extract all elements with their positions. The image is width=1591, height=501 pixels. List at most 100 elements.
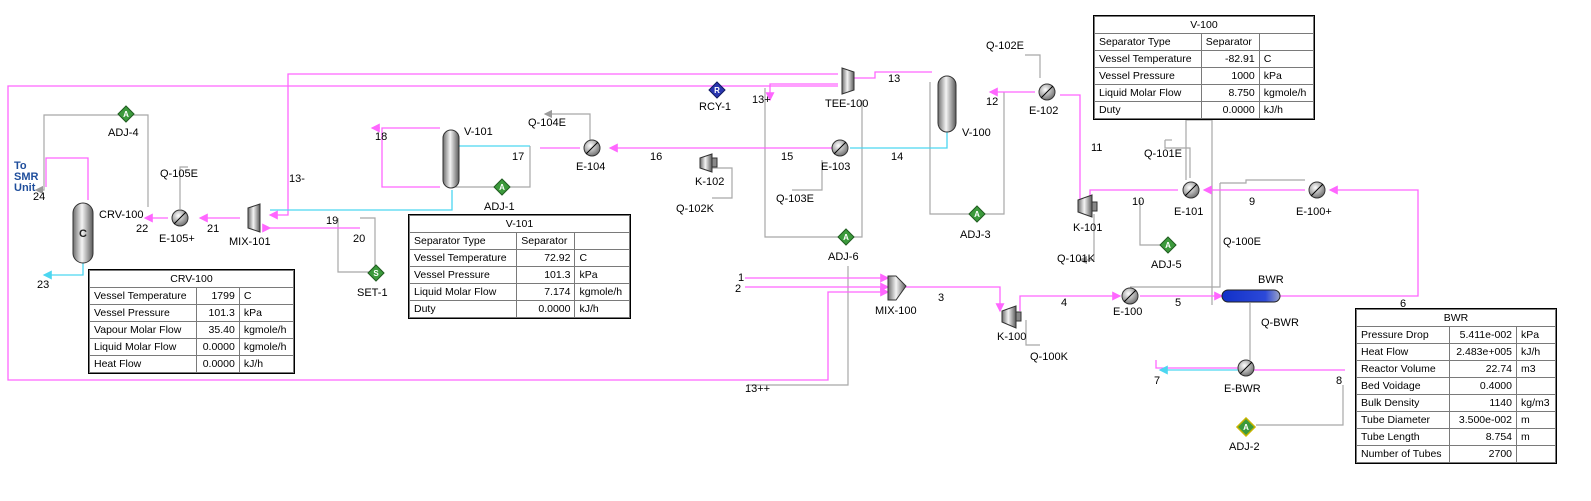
- stream-label-24[interactable]: 24: [33, 191, 46, 203]
- stream-label-20[interactable]: 20: [353, 233, 366, 245]
- q104e-stream[interactable]: [543, 109, 591, 140]
- unit-label-bwr[interactable]: BWR: [1258, 274, 1284, 286]
- rcy1-icon[interactable]: [708, 81, 726, 99]
- energy-label-q102e[interactable]: Q-102E: [986, 40, 1024, 52]
- v101-vessel[interactable]: [442, 129, 460, 189]
- adj6-link[interactable]: [764, 88, 840, 238]
- unit-label-v101[interactable]: V-101: [464, 126, 493, 138]
- v100-vessel[interactable]: [937, 75, 957, 133]
- q102e-stream[interactable]: [1025, 54, 1041, 78]
- e101-icon[interactable]: [1182, 181, 1200, 199]
- unit-label-crv100[interactable]: CRV-100: [99, 209, 144, 221]
- stream-label-11[interactable]: 11: [1091, 142, 1103, 154]
- unit-label-adj1[interactable]: ADJ-1: [484, 201, 515, 213]
- unit-label-k100[interactable]: K-100: [997, 331, 1027, 343]
- stream-label-13pp[interactable]: 13++: [745, 383, 771, 395]
- unit-label-v100[interactable]: V-100: [962, 127, 991, 139]
- adj2-link[interactable]: [1256, 385, 1344, 426]
- stream-6[interactable]: [1280, 185, 1419, 297]
- stream-label-4[interactable]: 4: [1061, 297, 1068, 309]
- unit-label-tee100[interactable]: TEE-100: [825, 98, 869, 110]
- energy-label-q104e[interactable]: Q-104E: [528, 117, 566, 129]
- adj4-icon[interactable]: [117, 105, 135, 123]
- k101-icon[interactable]: [1077, 194, 1098, 218]
- k100-icon[interactable]: [1001, 305, 1022, 329]
- unit-label-mix100[interactable]: MIX-100: [875, 305, 917, 317]
- energy-label-q100k[interactable]: Q-100K: [1030, 351, 1068, 363]
- stream-label-8[interactable]: 8: [1336, 375, 1343, 387]
- stream-11[interactable]: [1060, 94, 1081, 212]
- adj6-target-link[interactable]: [852, 100, 863, 238]
- stream-label-22[interactable]: 22: [136, 223, 149, 235]
- ebwr-icon[interactable]: [1237, 359, 1255, 377]
- stream-label-13minus[interactable]: 13-: [289, 173, 305, 185]
- unit-label-set1[interactable]: SET-1: [357, 287, 388, 299]
- adj5-link[interactable]: [1139, 200, 1160, 246]
- stream-label-21[interactable]: 21: [207, 223, 220, 235]
- stream-label-23[interactable]: 23: [37, 279, 50, 291]
- unit-label-mix101[interactable]: MIX-101: [229, 236, 271, 248]
- unit-label-adj3[interactable]: ADJ-3: [960, 229, 991, 241]
- stream-label-12[interactable]: 12: [986, 96, 999, 108]
- stream-label-14[interactable]: 14: [891, 151, 904, 163]
- stream-7-bypass[interactable]: [1155, 360, 1238, 369]
- mix100-icon[interactable]: [887, 275, 907, 301]
- stream-label-10[interactable]: 10: [1132, 196, 1145, 208]
- e100-icon[interactable]: [1121, 287, 1139, 305]
- adj3-target-link[interactable]: [985, 92, 1005, 215]
- set1-input-link[interactable]: [337, 218, 365, 273]
- unit-label-e101[interactable]: E-101: [1174, 206, 1204, 218]
- e102-icon[interactable]: [1038, 83, 1056, 101]
- stream-13[interactable]: [854, 71, 932, 79]
- e100plus-energy[interactable]: [1220, 179, 1305, 184]
- e103-icon[interactable]: [831, 139, 849, 157]
- q101e-stream[interactable]: [1164, 140, 1191, 178]
- q101k-stream[interactable]: [1078, 214, 1095, 265]
- energy-label-q101e[interactable]: Q-101E: [1144, 148, 1182, 160]
- unit-label-rcy1[interactable]: RCY-1: [699, 101, 731, 113]
- stream-label-1[interactable]: 1: [738, 272, 745, 284]
- unit-label-e102[interactable]: E-102: [1029, 105, 1059, 117]
- stream-label-5[interactable]: 5: [1175, 297, 1182, 309]
- adj4-link[interactable]: [34, 114, 122, 195]
- stream-3[interactable]: [905, 286, 1005, 313]
- s13pp-energy[interactable]: [748, 266, 849, 386]
- stream-label-13[interactable]: 13: [888, 73, 901, 85]
- unit-label-e104[interactable]: E-104: [576, 161, 606, 173]
- adj1-target-link[interactable]: [510, 146, 531, 188]
- unit-label-adj2[interactable]: ADJ-2: [1229, 441, 1260, 453]
- stream-19-vap[interactable]: [270, 190, 453, 211]
- stream-label-17[interactable]: 17: [512, 151, 525, 163]
- stream-4[interactable]: [1019, 291, 1122, 311]
- stream-label-18[interactable]: 18: [375, 131, 388, 143]
- mix101-icon[interactable]: [247, 203, 261, 233]
- stream-label-2[interactable]: 2: [735, 283, 742, 295]
- stream-label-7[interactable]: 7: [1154, 375, 1161, 387]
- q100k-stream[interactable]: [1025, 320, 1040, 346]
- unit-label-adj6[interactable]: ADJ-6: [828, 251, 859, 263]
- stream-24[interactable]: [45, 157, 89, 200]
- energy-label-qbwr[interactable]: Q-BWR: [1261, 317, 1299, 329]
- stream-label-13plus[interactable]: 13+: [752, 94, 771, 106]
- e105-icon[interactable]: [171, 209, 189, 227]
- unit-label-adj5[interactable]: ADJ-5: [1151, 259, 1182, 271]
- energy-label-q105e[interactable]: Q-105E: [160, 168, 198, 180]
- set1-icon[interactable]: [367, 264, 385, 282]
- q100e-stream[interactable]: [1130, 183, 1221, 288]
- stream-label-6[interactable]: 6: [1400, 298, 1407, 310]
- stream-14[interactable]: [850, 130, 948, 149]
- adj3-link[interactable]: [929, 82, 970, 215]
- energy-label-q101k[interactable]: Q-101K: [1057, 253, 1095, 265]
- unit-label-k101[interactable]: K-101: [1073, 222, 1103, 234]
- stream-label-3[interactable]: 3: [938, 292, 945, 304]
- crv100-reactor[interactable]: [72, 202, 94, 264]
- q103e-stream[interactable]: [792, 160, 823, 191]
- set1-link[interactable]: [360, 217, 376, 273]
- adj2-icon[interactable]: [1235, 416, 1257, 438]
- e104-icon[interactable]: [583, 139, 601, 157]
- q102k-stream[interactable]: [710, 167, 733, 199]
- energy-label-q103e[interactable]: Q-103E: [776, 193, 814, 205]
